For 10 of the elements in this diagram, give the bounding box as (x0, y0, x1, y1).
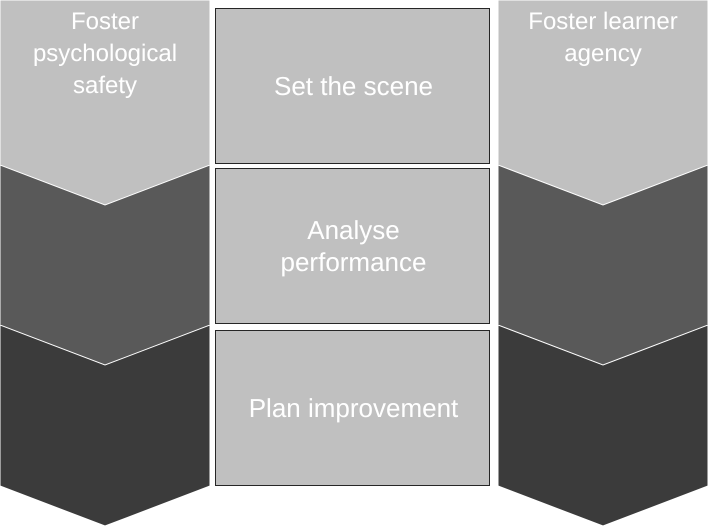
chevron-panel (498, 165, 708, 366)
process-box (215, 330, 490, 486)
box-label: Analyse performance (280, 214, 428, 278)
process-box (215, 168, 490, 324)
process-box (215, 8, 490, 164)
chevron-panel (498, 325, 708, 526)
box-label: Plan improvement (248, 392, 460, 424)
chevron-panel (0, 165, 210, 366)
box-label: Set the scene (273, 70, 434, 102)
chevron-panel (0, 325, 210, 526)
